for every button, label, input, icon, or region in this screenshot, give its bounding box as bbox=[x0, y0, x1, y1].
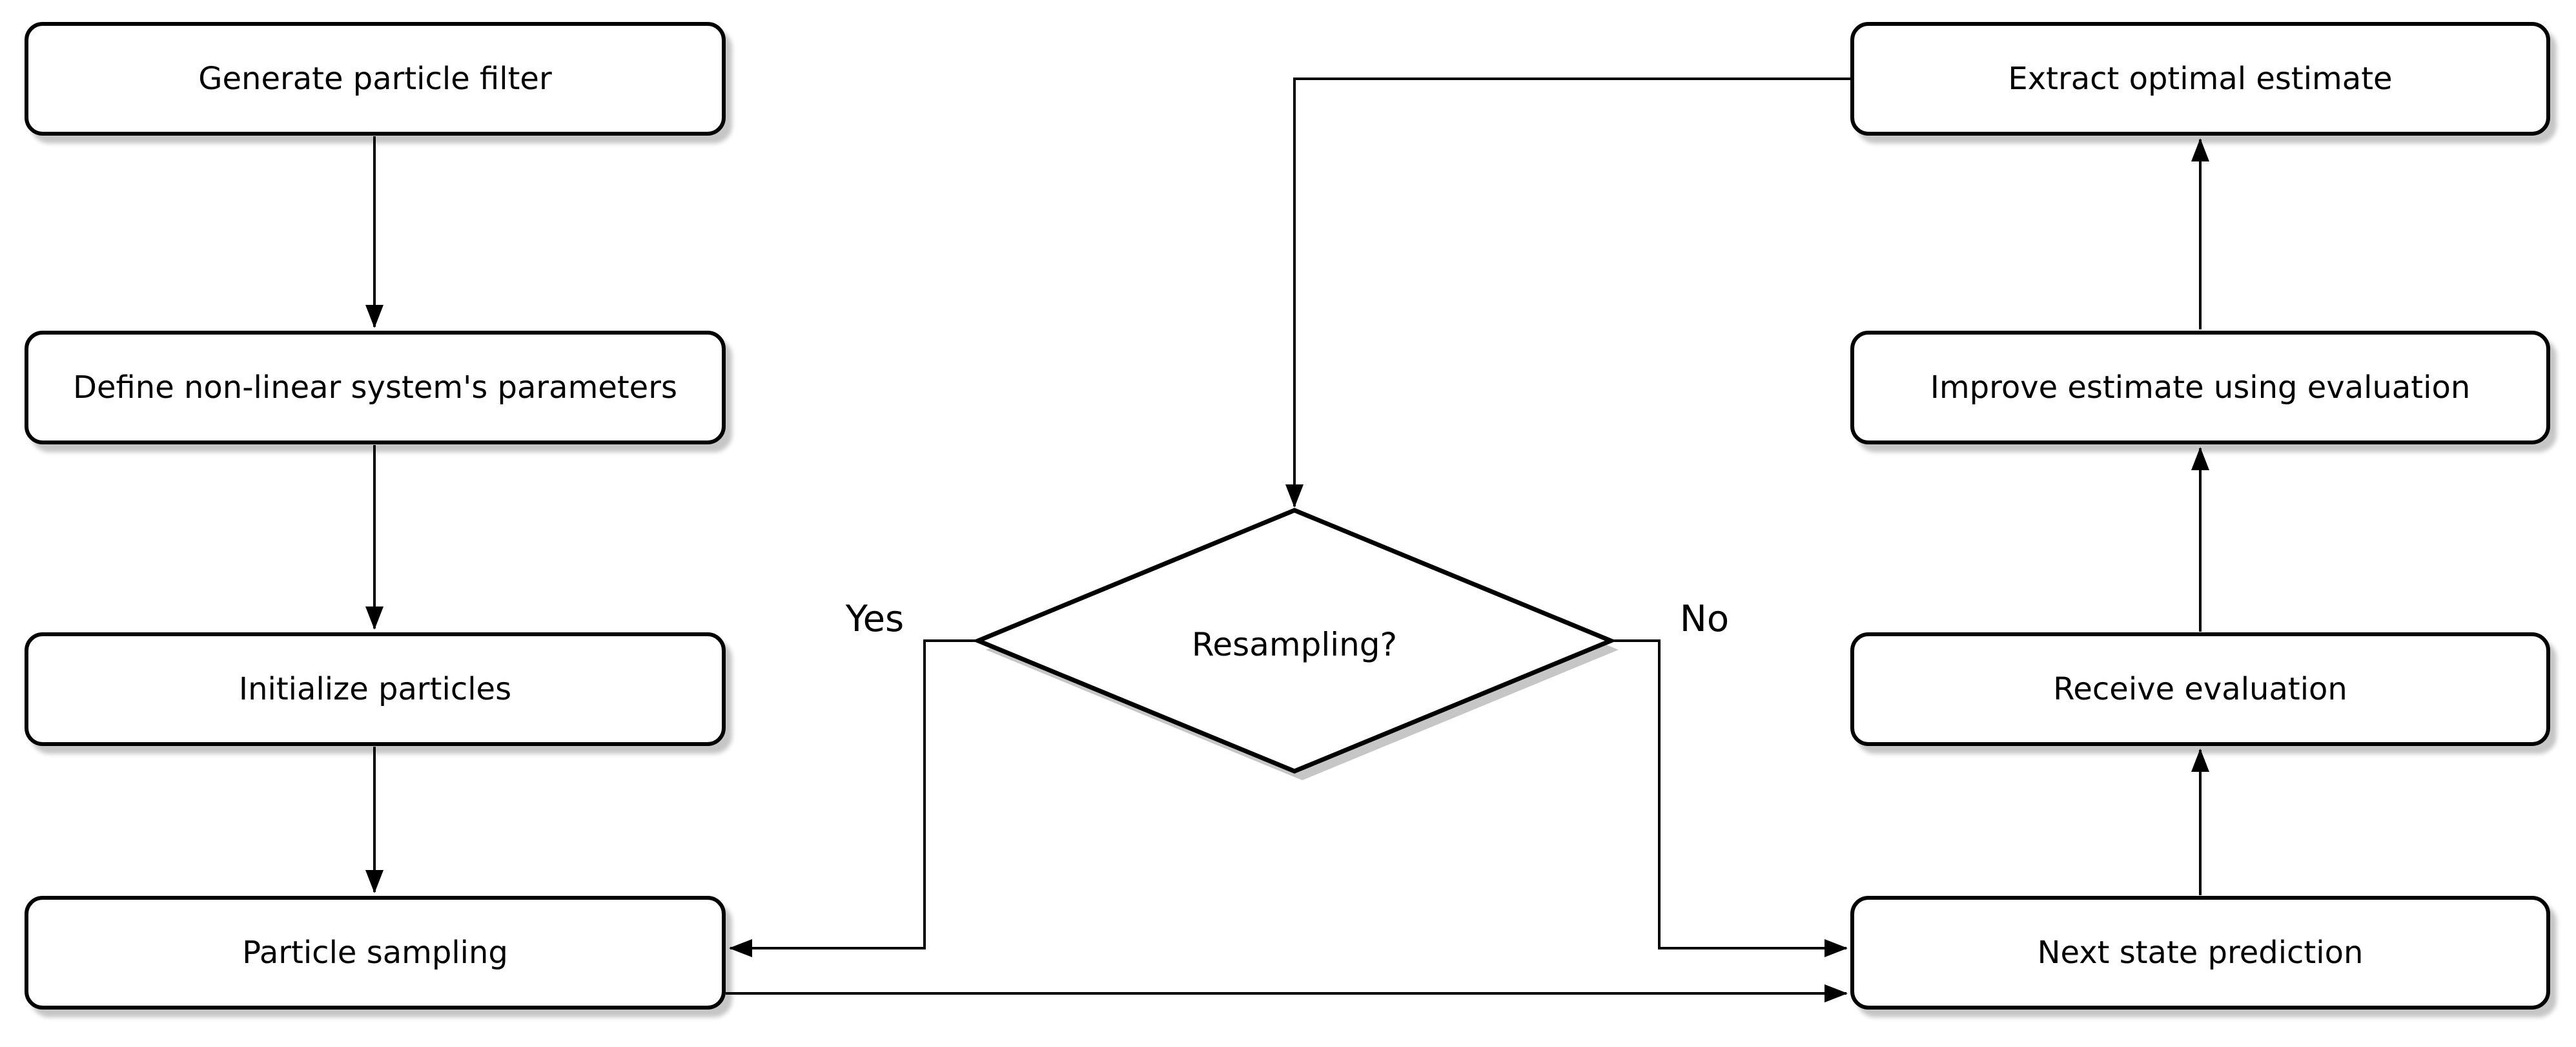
decision-label-resampling: Resampling? bbox=[1191, 626, 1398, 663]
node-label: Next state prediction bbox=[2037, 935, 2364, 971]
edge-resampling-yes-to-sampling bbox=[729, 639, 978, 957]
node-label: Improve estimate using evaluation bbox=[1930, 369, 2471, 406]
edge-resampling-no-to-predict bbox=[1611, 639, 1848, 957]
node-define-system-parameters: Define non-linear system's parameters bbox=[25, 331, 726, 444]
node-improve-estimate: Improve estimate using evaluation bbox=[1850, 331, 2550, 444]
node-extract-optimal-estimate: Extract optimal estimate bbox=[1850, 22, 2550, 136]
node-next-state-prediction: Next state prediction bbox=[1850, 896, 2550, 1010]
branch-label-yes: Yes bbox=[845, 598, 905, 640]
node-receive-evaluation: Receive evaluation bbox=[1850, 632, 2550, 746]
node-label: Extract optimal estimate bbox=[2008, 61, 2393, 97]
node-label: Define non-linear system's parameters bbox=[73, 369, 677, 406]
node-label: Particle sampling bbox=[242, 935, 508, 971]
node-initialize-particles: Initialize particles bbox=[25, 632, 726, 746]
node-generate-particle-filter: Generate particle filter bbox=[25, 22, 726, 136]
branch-label-no: No bbox=[1679, 598, 1730, 640]
node-particle-sampling: Particle sampling bbox=[25, 896, 726, 1010]
node-label: Receive evaluation bbox=[2053, 671, 2347, 707]
node-label: Initialize particles bbox=[238, 671, 512, 707]
node-label: Generate particle filter bbox=[198, 61, 552, 97]
edge-extract-to-resampling bbox=[1285, 78, 1850, 508]
